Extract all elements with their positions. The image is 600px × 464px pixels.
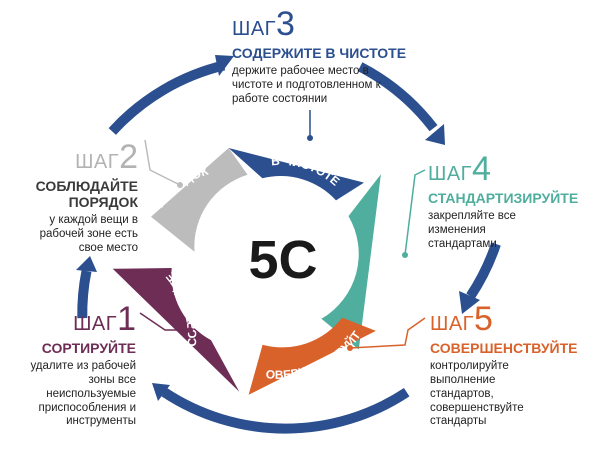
step2-word: ШАГ: [75, 151, 120, 173]
step2-title: СОБЛЮДАЙТЕ ПОРЯДОК: [2, 178, 138, 210]
step1-desc-line: неиспользуемые: [46, 387, 136, 400]
step4-desc-line: закрепляйте все: [428, 210, 516, 223]
arc-arrow-bottom: [161, 388, 410, 434]
step3-heading: ШАГ3: [232, 5, 452, 44]
step5-description: контролируйте выполнение стандартов, сов…: [430, 360, 598, 429]
step1-word: ШАГ: [73, 313, 118, 335]
leader-dot-step4: [402, 252, 408, 258]
step1-desc-line: удалите из рабочей: [30, 360, 136, 373]
step1-block: ШАГ1 СОРТИРУЙТЕ удалите из рабочей зоны …: [2, 300, 136, 429]
step4-description: закрепляйте все изменения стандартами: [428, 210, 598, 251]
leader-step5: [349, 317, 426, 349]
step1-desc-line: зоны все: [88, 373, 136, 386]
leader-step4: [404, 169, 426, 256]
step1-desc-line: инструменты: [66, 415, 136, 428]
segment-order: [151, 148, 248, 252]
arrowhead-top: [215, 55, 234, 76]
segment-standardize: [321, 174, 381, 350]
step1-title: СОРТИРУЙТЕ: [41, 340, 136, 357]
leader-dot-step5: [347, 345, 353, 351]
step3-word: ШАГ: [232, 18, 276, 40]
step3-desc-line: чистоте и подготовленном к: [232, 78, 381, 91]
center-label: 5С: [248, 230, 317, 290]
step1-number: 1: [117, 300, 136, 338]
arc-arrow-right-upper: [357, 62, 438, 132]
step4-heading: ШАГ4: [428, 150, 598, 189]
step4-block: ШАГ4 СТАНДАРТИЗИРУЙТЕ закрепляйте все из…: [428, 150, 598, 252]
step5-desc-line: контролируйте: [430, 360, 509, 373]
step5-desc-line: стандарты: [430, 415, 487, 428]
leader-dot-step3: [307, 135, 313, 141]
center-circle: [223, 199, 343, 319]
step3-block: ШАГ3 СОДЕРЖИТЕ В ЧИСТОТЕ держите рабочее…: [232, 5, 452, 107]
step5-word: ШАГ: [430, 313, 474, 335]
step4-desc-line: стандартами: [428, 237, 497, 250]
step2-heading: ШАГ2: [2, 138, 138, 177]
step1-desc-line: приспособления и: [38, 401, 137, 414]
arrowhead-right-lower: [459, 291, 480, 314]
step4-title: СТАНДАРТИЗИРУЙТЕ: [428, 190, 579, 207]
leader-step1: [139, 312, 190, 331]
step5-desc-line: стандартов,: [430, 387, 494, 400]
step4-word: ШАГ: [428, 163, 472, 185]
ring: 5С: [112, 148, 381, 395]
step5-desc-line: выполнение: [430, 373, 496, 386]
arrowhead-right-upper: [425, 124, 445, 145]
step3-desc-line: работе состоянии: [232, 92, 328, 105]
segment-label-standardize: СТАНДАРТИЗИРУЙТЕ: [374, 198, 403, 319]
step5-desc-line: совершенствуйте: [430, 401, 524, 414]
step2-number: 2: [119, 138, 138, 176]
leader-lines: [139, 110, 426, 351]
arc-arrow-right-lower: [466, 242, 501, 299]
step2-title-line: ПОРЯДОК: [68, 194, 138, 211]
step2-block: ШАГ2 СОБЛЮДАЙТЕ ПОРЯДОК у каждой вещи в …: [2, 138, 138, 256]
leader-dot-step1: [187, 327, 193, 333]
leader-dot-step2: [177, 182, 183, 188]
step2-desc-line: свое место: [78, 241, 138, 254]
arrowhead-left: [76, 256, 97, 272]
arc-arrow-top: [108, 60, 226, 135]
step2-description: у каждой вещи в рабочей зоне есть свое м…: [2, 214, 138, 255]
step2-desc-line: рабочей зоне есть: [39, 228, 138, 241]
step5-block: ШАГ5 СОВЕРШЕНСТВУЙТЕ контролируйте выпол…: [430, 300, 598, 429]
segment-improve: [248, 317, 376, 395]
cycle-arrows: [76, 55, 501, 434]
arrowhead-bottom: [152, 383, 170, 401]
step2-title-line: СОБЛЮДАЙТЕ: [35, 178, 138, 195]
arc-arrow-left: [77, 270, 92, 319]
step5-number: 5: [474, 300, 493, 338]
step3-description: держите рабочее место в чистоте и подгот…: [232, 65, 452, 106]
step2-desc-line: у каждой вещи в: [49, 214, 138, 227]
step4-number: 4: [472, 150, 491, 188]
step3-title: СОДЕРЖИТЕ В ЧИСТОТЕ: [232, 45, 407, 62]
step1-description: удалите из рабочей зоны все неиспользуем…: [2, 360, 136, 429]
leader-step2: [144, 139, 181, 186]
step5-title: СОВЕРШЕНСТВУЙТЕ: [430, 340, 578, 357]
step3-number: 3: [276, 5, 295, 43]
step5-heading: ШАГ5: [430, 300, 598, 339]
step4-desc-line: изменения: [428, 223, 486, 236]
segment-clean: [228, 148, 364, 201]
step1-heading: ШАГ1: [2, 300, 136, 339]
step3-desc-line: держите рабочее место в: [232, 65, 369, 78]
